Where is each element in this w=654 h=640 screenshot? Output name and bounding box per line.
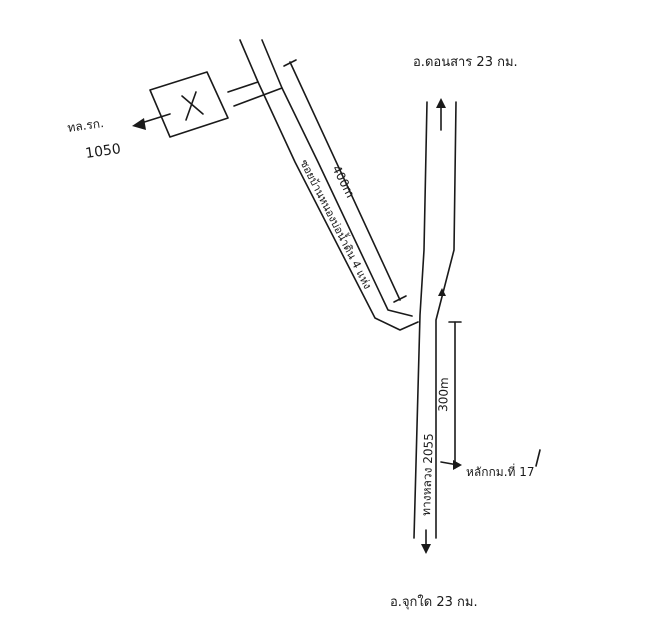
main-road-distance-label: 300m [436, 377, 451, 412]
destination-box-icon [149, 71, 229, 138]
arrow-up-icon [436, 98, 446, 131]
top-destination-label: อ.ดอนสาร 23 กม. [413, 55, 518, 70]
junction-arrow-icon [438, 288, 446, 296]
arrow-down-icon [421, 529, 431, 554]
left-road-number-label: 1050 [84, 141, 122, 162]
connector-road [227, 39, 283, 107]
side-road [257, 81, 419, 331]
arrow-left-icon [132, 113, 171, 130]
main-road-name-label: ทางหลวง 2055 [419, 433, 436, 516]
bottom-destination-label: อ.จุกใด 23 กม. [390, 594, 478, 610]
left-road-name-label: ทล.รก. [66, 116, 104, 135]
main-road-distance-line [448, 321, 462, 469]
landmark-tick [535, 449, 541, 467]
side-road-distance-line [283, 59, 407, 303]
landmark-arrow-icon [440, 460, 462, 470]
landmark-label: หลักกม.ที่ 17 [466, 463, 535, 479]
main-road [413, 101, 457, 539]
